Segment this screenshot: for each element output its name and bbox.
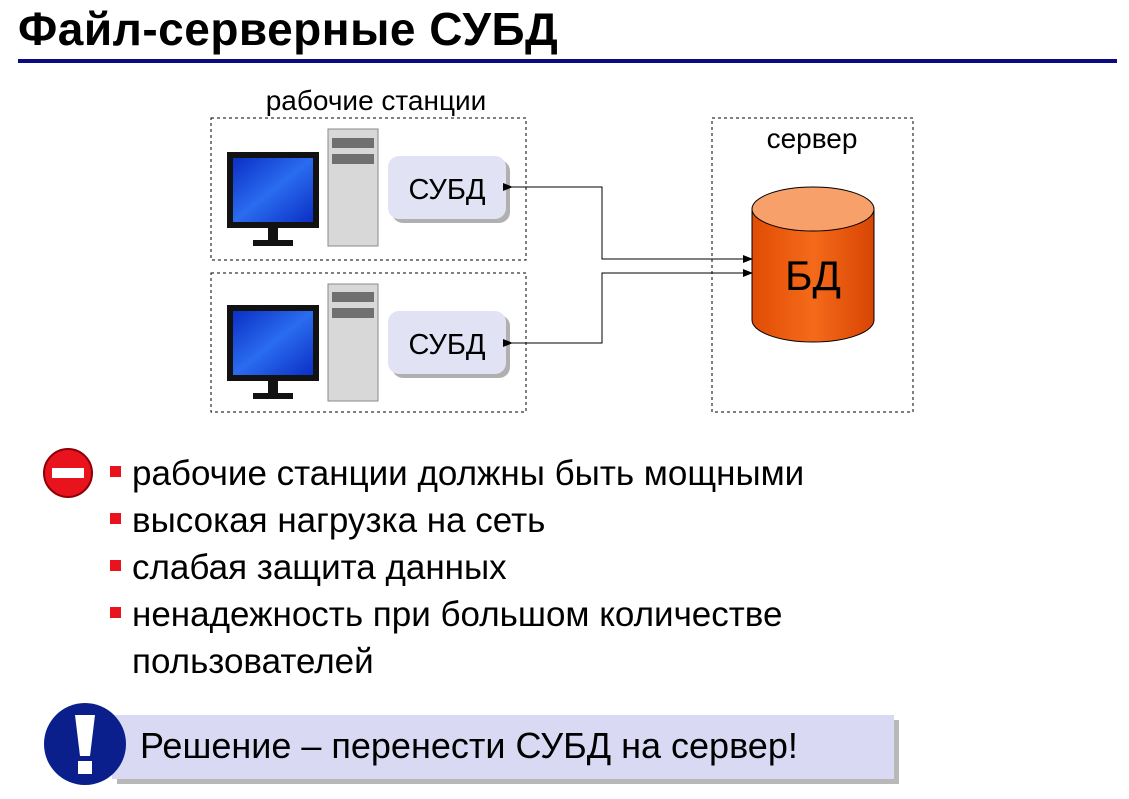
- list-item: слабая защита данных: [110, 544, 910, 591]
- system-unit-icon: [327, 128, 379, 247]
- arrow-ws2-db: [503, 269, 753, 347]
- workstation-1: СУБД: [210, 117, 527, 261]
- solution-callout: Решение – перенести СУБД на сервер!: [112, 715, 894, 779]
- db-label: БД: [785, 252, 841, 299]
- bullet-marker: [110, 607, 121, 618]
- list-item-text: высокая нагрузка на сеть: [132, 501, 546, 540]
- system-unit-icon: [327, 283, 379, 402]
- stop-icon: [43, 448, 93, 498]
- dbms-label: СУБД: [408, 329, 485, 361]
- title-underline: [18, 59, 1117, 63]
- exclamation-icon: [44, 703, 126, 785]
- dbms-label: СУБД: [408, 174, 485, 206]
- server: сервер БД: [711, 117, 914, 413]
- bullet-marker: [110, 466, 121, 477]
- monitor-icon: [227, 152, 319, 246]
- workstation-2: СУБД: [210, 272, 527, 413]
- dbms-box: СУБД: [388, 156, 510, 223]
- bullet-marker: [110, 560, 121, 571]
- solution-text: Решение – перенести СУБД на сервер!: [140, 725, 798, 766]
- monitor-icon: [227, 305, 319, 399]
- list-item-text: рабочие станции должны быть мощными: [132, 454, 805, 493]
- list-item: ненадежность при большом количестве поль…: [110, 591, 910, 685]
- workstations-label: рабочие станции: [266, 85, 487, 116]
- arrow-ws1-db: [503, 183, 753, 263]
- list-item: высокая нагрузка на сеть: [110, 497, 910, 544]
- server-label: сервер: [767, 123, 858, 154]
- architecture-diagram: рабочие станции СУБД: [210, 85, 914, 413]
- list-item: рабочие станции должны быть мощными: [110, 450, 910, 497]
- bullet-marker: [110, 513, 121, 524]
- drawbacks-list: рабочие станции должны быть мощными высо…: [110, 450, 910, 685]
- connection-arrows: [503, 183, 753, 347]
- database-icon: БД: [751, 186, 875, 343]
- dbms-box: СУБД: [388, 311, 510, 378]
- list-item-text: ненадежность при большом количестве поль…: [132, 595, 783, 681]
- page-title: Файл-серверные СУБД: [18, 3, 559, 55]
- list-item-text: слабая защита данных: [132, 548, 507, 587]
- server-frame: [711, 117, 914, 413]
